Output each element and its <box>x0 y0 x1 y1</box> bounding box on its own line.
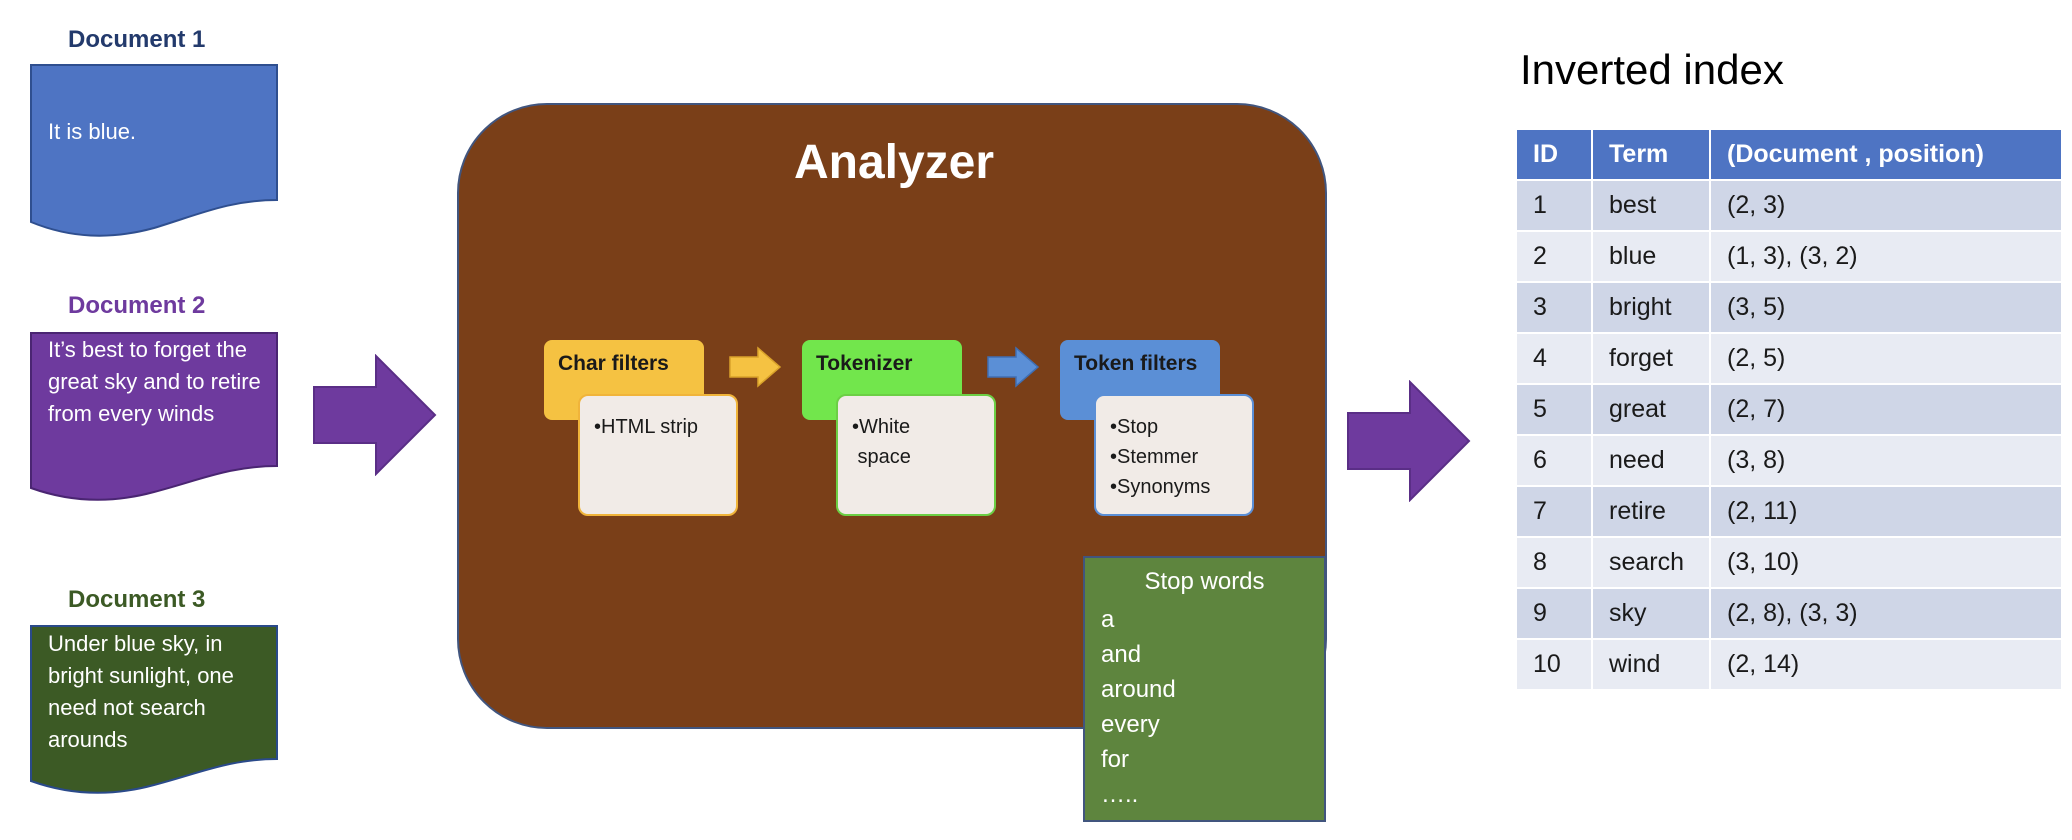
column-header-term: Term <box>1591 128 1711 181</box>
cell-document-position: (2, 14) <box>1709 638 2063 691</box>
document-3-text: Under blue sky, in bright sunlight, one … <box>48 631 234 752</box>
document-2-title: Document 2 <box>68 292 206 319</box>
table-header-row: ID Term (Document , position) <box>1515 128 2063 181</box>
right-arrow-icon <box>1347 380 1471 502</box>
tokenizer-card: •White space <box>836 394 996 516</box>
right-arrow-icon <box>313 354 437 476</box>
cell-term: retire <box>1591 485 1711 538</box>
tokenizer-item-1: •White <box>852 416 911 438</box>
stop-word: for <box>1101 746 1130 773</box>
cell-term: wind <box>1591 638 1711 691</box>
column-header-document-position: (Document , position) <box>1709 128 2063 181</box>
token-filters-item-1: •Stop <box>1110 416 1159 438</box>
document-2-shape <box>30 332 278 501</box>
cell-term: bright <box>1591 281 1711 334</box>
cell-document-position: (3, 8) <box>1709 434 2063 487</box>
column-header-id: ID <box>1515 128 1593 181</box>
cell-term: sky <box>1591 587 1711 640</box>
cell-id: 8 <box>1515 536 1593 589</box>
token-filters-card: •Stop •Stemmer •Synonyms <box>1094 394 1254 516</box>
tokenizer-item-2: space <box>852 446 911 468</box>
char-filters-label: Char filters <box>558 352 669 375</box>
stop-word: and <box>1101 641 1142 668</box>
cell-term: need <box>1591 434 1711 487</box>
char-filters-item: •HTML strip <box>594 416 699 438</box>
cell-id: 6 <box>1515 434 1593 487</box>
cell-id: 5 <box>1515 383 1593 436</box>
cell-term: forget <box>1591 332 1711 385</box>
cell-id: 4 <box>1515 332 1593 385</box>
document-3-shape <box>30 625 278 794</box>
cell-id: 2 <box>1515 230 1593 283</box>
document-1-text: It is blue. <box>48 119 137 144</box>
cell-document-position: (2, 3) <box>1709 179 2063 232</box>
token-filters-label: Token filters <box>1074 352 1198 375</box>
cell-id: 7 <box>1515 485 1593 538</box>
cell-document-position: (3, 5) <box>1709 281 2063 334</box>
stop-word: ….. <box>1101 781 1139 808</box>
blue-arrow-icon <box>987 346 1040 388</box>
token-filters-item-2: •Stemmer <box>1110 446 1199 468</box>
stop-words-list: a and around every for ….. <box>1101 602 1176 812</box>
cell-term: great <box>1591 383 1711 436</box>
stop-words-box: Stop words a and around every for ….. <box>1083 556 1326 822</box>
document-1-shape <box>30 64 278 237</box>
yellow-arrow-icon <box>729 346 782 388</box>
cell-document-position: (2, 7) <box>1709 383 2063 436</box>
document-3-title: Document 3 <box>68 586 206 613</box>
cell-document-position: (2, 11) <box>1709 485 2063 538</box>
cell-term: search <box>1591 536 1711 589</box>
cell-id: 3 <box>1515 281 1593 334</box>
cell-id: 1 <box>1515 179 1593 232</box>
cell-term: best <box>1591 179 1711 232</box>
cell-term: blue <box>1591 230 1711 283</box>
stop-word: every <box>1101 711 1160 738</box>
document-1-title: Document 1 <box>68 26 206 53</box>
stop-word: a <box>1101 606 1115 633</box>
cell-id: 9 <box>1515 587 1593 640</box>
token-filters-item-3: •Synonyms <box>1110 476 1211 498</box>
stop-word: around <box>1101 676 1176 703</box>
tokenizer-label: Tokenizer <box>816 352 913 375</box>
inverted-index-title: Inverted index <box>1520 46 1784 93</box>
cell-id: 10 <box>1515 638 1593 691</box>
cell-document-position: (2, 5) <box>1709 332 2063 385</box>
analyzer-title: Analyzer <box>793 136 995 189</box>
cell-document-position: (1, 3), (3, 2) <box>1709 230 2063 283</box>
char-filters-card: •HTML strip <box>578 394 738 516</box>
stop-words-title: Stop words <box>1144 568 1265 595</box>
cell-document-position: (3, 10) <box>1709 536 2063 589</box>
document-2-text: It’s best to forget the great sky and to… <box>48 337 261 426</box>
cell-document-position: (2, 8), (3, 3) <box>1709 587 2063 640</box>
